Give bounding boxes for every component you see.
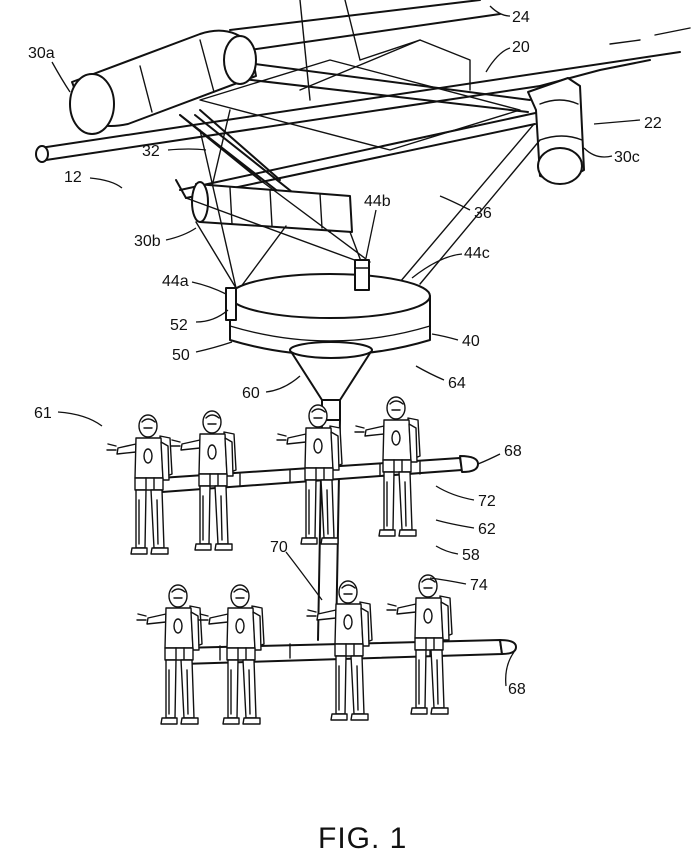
label-36: 36: [474, 205, 492, 222]
car-30c: [527, 77, 585, 185]
label-44b: 44b: [364, 193, 391, 210]
label-61: 61: [34, 405, 52, 422]
label-64: 64: [448, 375, 466, 392]
label-30a: 30a: [28, 45, 55, 62]
label-72: 72: [478, 493, 496, 510]
label-74: 74: [470, 577, 488, 594]
label-68-top: 68: [504, 443, 522, 460]
label-22: 22: [644, 115, 662, 132]
label-44a: 44a: [162, 273, 189, 290]
label-58: 58: [462, 547, 480, 564]
label-62: 62: [478, 521, 496, 538]
label-60: 60: [242, 385, 260, 402]
reference-labels: 24 20 30a 22 30c 32 12 44b 36 30b 44c 44…: [28, 9, 662, 698]
rotating-platform: [225, 259, 431, 356]
label-70: 70: [270, 539, 288, 556]
car-30a: [69, 29, 257, 135]
label-40: 40: [462, 333, 480, 350]
label-44c: 44c: [464, 245, 490, 262]
label-20: 20: [512, 39, 530, 56]
label-52: 52: [170, 317, 188, 334]
label-30c: 30c: [614, 149, 640, 166]
label-32: 32: [142, 143, 160, 160]
label-68-bottom: 68: [508, 681, 526, 698]
label-24: 24: [512, 9, 530, 26]
label-30b: 30b: [134, 233, 161, 250]
label-12: 12: [64, 169, 82, 186]
label-50: 50: [172, 347, 190, 364]
leader-lines: [51, 5, 641, 687]
figure-caption: FIG. 1: [318, 822, 407, 855]
